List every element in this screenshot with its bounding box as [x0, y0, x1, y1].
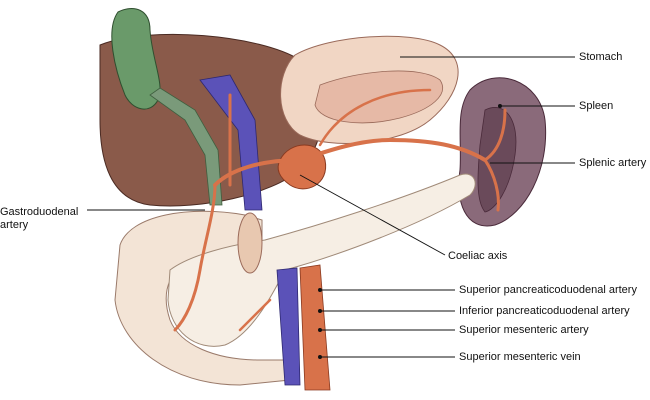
portal-vein — [199, 74, 263, 211]
duodenum-lumen — [237, 212, 263, 274]
leader-lines — [87, 56, 575, 358]
spleen-hilum — [477, 107, 517, 213]
label-gastroduodenal-artery: Gastroduodenal artery — [0, 206, 79, 231]
label-stomach: Stomach — [579, 51, 623, 63]
pancreas — [167, 173, 476, 347]
label-coeliac-axis: Coeliac axis — [448, 250, 508, 262]
label-superior-mesenteric-artery: Superior mesenteric artery — [459, 324, 589, 336]
leader-dots — [318, 104, 502, 359]
superior-mesenteric-vein-vessel — [276, 267, 301, 386]
superior-mesenteric-artery-vessel — [299, 264, 331, 391]
label-spleen: Spleen — [579, 100, 614, 112]
label-superior-pancreaticoduodenal-artery: Superior pancreaticoduodenal artery — [459, 284, 637, 296]
label-inferior-pancreaticoduodenal-artery: Inferior pancreaticoduodenal artery — [459, 305, 630, 317]
label-splenic-artery: Splenic artery — [579, 157, 647, 169]
label-superior-mesenteric-vein: Superior mesenteric vein — [459, 351, 581, 363]
arterial-tree — [173, 88, 507, 332]
